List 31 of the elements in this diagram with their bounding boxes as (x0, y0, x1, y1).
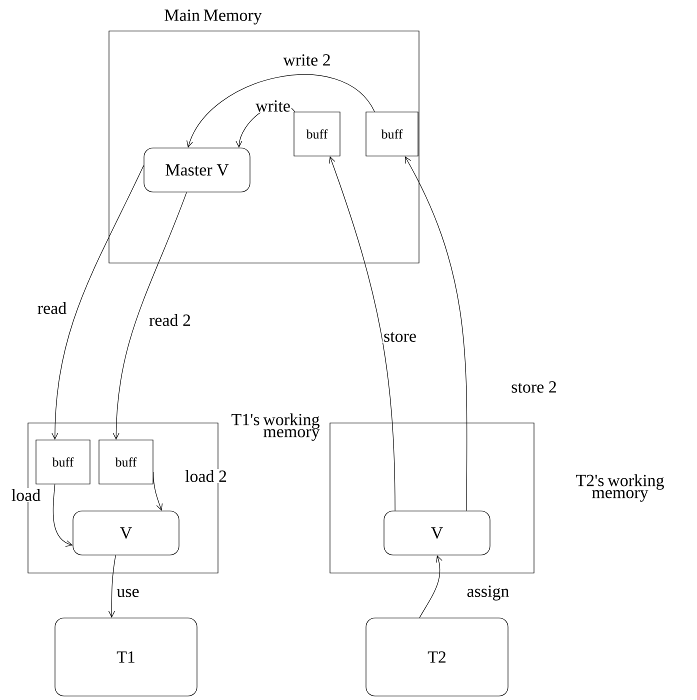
thread-box: T1 (54, 618, 198, 696)
arrow (404, 156, 468, 511)
edge-label: use (116, 588, 140, 598)
arrow (329, 156, 396, 511)
thread-box: T2 (366, 618, 508, 696)
arrow (186, 74, 375, 148)
box-heading: T1's working memory (232, 413, 320, 441)
variable-box: V (384, 510, 490, 556)
arrow (153, 472, 163, 511)
box-heading: T2's working memory (576, 474, 664, 502)
edge-label: read 2 (148, 313, 192, 327)
edge-label: load 2 (184, 469, 228, 483)
edge-label: store (382, 331, 418, 343)
edge-label: write 2 (282, 53, 332, 67)
edge-label: store 2 (510, 380, 558, 394)
buffer-box: buff (36, 440, 90, 484)
edge-label: write (254, 99, 292, 113)
buffer-box: buff (366, 112, 418, 156)
arrow (112, 192, 187, 440)
variable-box: Master V (144, 148, 250, 192)
variable-box: V (72, 510, 180, 556)
edge-label: load (10, 488, 42, 502)
box-heading: Main Memory (164, 10, 262, 24)
buffer-box: buff (98, 440, 154, 484)
arrow (108, 555, 116, 618)
arrow (419, 555, 442, 618)
arrow (52, 165, 144, 440)
arrow (52, 484, 73, 547)
buffer-box: buff (294, 112, 340, 156)
edge-label: read (36, 301, 68, 315)
edge-label: assign (466, 584, 510, 602)
